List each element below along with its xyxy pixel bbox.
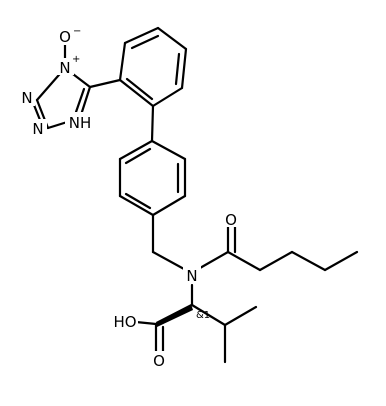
bond	[134, 320, 158, 326]
bond	[156, 26, 188, 51]
bond	[118, 139, 154, 161]
bond	[150, 104, 155, 143]
bond	[190, 303, 227, 327]
bond	[123, 26, 160, 45]
label-background	[183, 266, 201, 284]
tetrazole-nitrogen-label: N	[32, 120, 43, 138]
bond	[180, 47, 188, 90]
oxide-oxygen-label: O	[59, 28, 71, 46]
bond	[118, 41, 127, 82]
bond	[118, 194, 155, 217]
bond	[258, 250, 294, 272]
bond	[223, 305, 258, 327]
bond	[88, 78, 122, 89]
bond	[118, 78, 155, 108]
bond	[198, 250, 230, 270]
bond	[151, 86, 184, 108]
bond	[125, 77, 154, 101]
upper-phenyl-ring	[118, 26, 188, 108]
label-background	[30, 119, 47, 136]
hydroxyl-label: HO	[113, 313, 136, 331]
bond	[74, 87, 86, 114]
label-background	[151, 351, 168, 368]
label-background	[57, 58, 74, 75]
lower-phenyl-ring	[118, 139, 187, 217]
bond	[323, 250, 359, 272]
label-background	[18, 89, 35, 106]
bond	[151, 250, 186, 271]
bond	[124, 147, 152, 165]
oxide-nitrogen-label: N	[59, 59, 70, 77]
acid-oxygen-label: O	[153, 352, 165, 370]
tetrazole-nh-label: NH	[69, 114, 92, 132]
label-background	[65, 112, 95, 130]
label-background	[223, 210, 240, 227]
bond	[226, 250, 262, 272]
label-background	[112, 312, 138, 330]
bond	[150, 139, 187, 161]
label-background	[57, 28, 74, 45]
stereo-label: &1	[196, 310, 210, 321]
bond	[151, 194, 187, 217]
positive-charge-mark: +	[72, 54, 80, 65]
bond	[124, 192, 152, 210]
amide-oxygen-label: O	[225, 211, 237, 229]
negative-charge-mark: −	[73, 26, 81, 37]
wedge-bond	[156, 304, 193, 327]
bond	[130, 34, 160, 50]
bond	[174, 52, 181, 86]
amide-nitrogen-label: N	[186, 267, 197, 285]
bond	[290, 250, 327, 272]
tetrazole-nitrogen-label: N	[21, 89, 32, 107]
